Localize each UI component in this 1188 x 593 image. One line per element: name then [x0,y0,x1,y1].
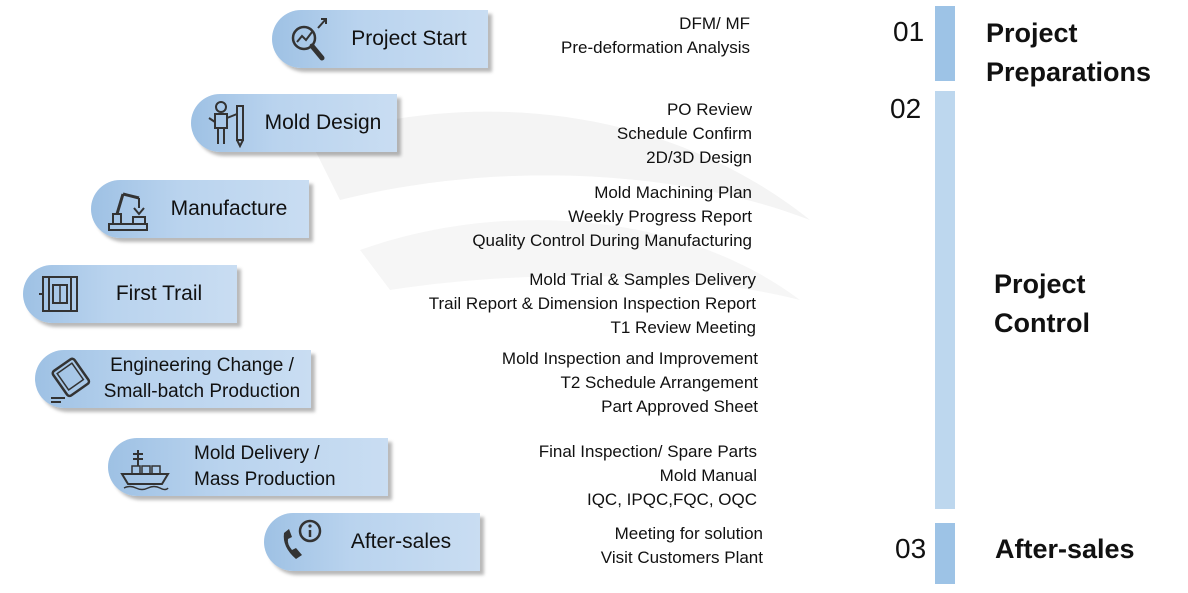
task-item: Mold Trial & Samples Delivery [529,270,756,289]
step-pill-manufacture: Manufacture [91,180,309,238]
step-tasks-first-trail: Mold Trial & Samples Delivery Trail Repo… [429,268,756,340]
task-item: Pre-deformation Analysis [561,38,750,57]
task-item: Trail Report & Dimension Inspection Repo… [428,294,756,313]
robot-arm-icon [101,184,155,234]
step-tasks-mold-delivery: Final Inspection/ Spare Parts Mold Manua… [539,440,757,512]
cargo-ship-icon [118,442,172,492]
step-tasks-manufacture: Mold Machining Plan Weekly Progress Repo… [472,181,752,253]
task-item: 2D/3D Design [646,148,752,167]
task-item: Mold Inspection and Improvement [501,349,758,368]
phase-title-line: Preparations [986,57,1152,87]
task-item: Final Inspection/ Spare Parts [538,442,757,461]
step-label: After-sales [350,530,452,553]
task-item: Mold Machining Plan [594,183,752,202]
phase-bar-control [935,91,955,509]
phase-number: 01 [893,16,925,47]
task-item: T1 Review Meeting [610,318,756,337]
step-pill-after-sales: After-sales [264,513,480,571]
step-label-line: Small-batch Production [103,381,301,402]
phase-title-line: Project [994,269,1086,299]
mold-machine-icon [33,269,87,319]
step-label: First Trail [115,282,203,305]
designer-pencil-icon [201,98,255,148]
step-tasks-engineering-change: Mold Inspection and Improvement T2 Sched… [502,347,758,419]
phase-title-line: Control [994,308,1090,338]
step-label: Mold Design [264,111,382,134]
phase-bar-after-sales [935,523,955,584]
step-label-line: Mass Production [194,469,336,490]
phase-title-control: Project Control [994,265,1090,343]
analysis-magnifier-icon [282,14,336,64]
task-item: Visit Customers Plant [600,548,763,567]
phase-number: 03 [895,533,927,564]
step-pill-first-trail: First Trail [23,265,237,323]
step-label: Project Start [351,27,467,50]
step-pill-mold-design: Mold Design [191,94,397,152]
task-item: Quality Control During Manufacturing [472,231,752,250]
step-label: Manufacture [170,197,288,220]
phase-title-line: After-sales [995,534,1135,564]
step-label: Mold Delivery / Mass Production [172,441,388,493]
task-item: Weekly Progress Report [568,207,752,226]
task-item: Schedule Confirm [616,124,752,143]
step-pill-project-start: Project Start [272,10,488,68]
task-item: PO Review [666,100,752,119]
phase-bar-preparations [935,6,955,81]
step-label-line: Mold Delivery / [194,443,320,464]
task-item: Mold Manual [659,466,757,485]
phase-title-line: Project [986,18,1078,48]
task-item: Part Approved Sheet [601,397,758,416]
phone-info-icon [274,517,328,567]
phase-number: 02 [890,93,922,124]
phase-title-after-sales: After-sales [995,530,1135,569]
task-item: IQC, IPQC,FQC, OQC [586,490,757,509]
step-tasks-after-sales: Meeting for solution Visit Customers Pla… [601,522,763,570]
step-pill-engineering-change: Engineering Change / Small-batch Product… [35,350,311,408]
task-item: Meeting for solution [614,524,763,543]
step-tasks-project-start: DFM/ MF Pre-deformation Analysis [561,12,750,60]
step-pill-mold-delivery: Mold Delivery / Mass Production [108,438,388,496]
step-label-line: Engineering Change / [110,355,294,376]
phase-title-preparations: Project Preparations [986,14,1151,92]
task-item: T2 Schedule Arrangement [560,373,758,392]
task-item: DFM/ MF [679,14,750,33]
step-label: Engineering Change / Small-batch Product… [99,353,311,405]
step-tasks-mold-design: PO Review Schedule Confirm 2D/3D Design [617,98,752,170]
edit-tablet-icon [45,354,99,404]
